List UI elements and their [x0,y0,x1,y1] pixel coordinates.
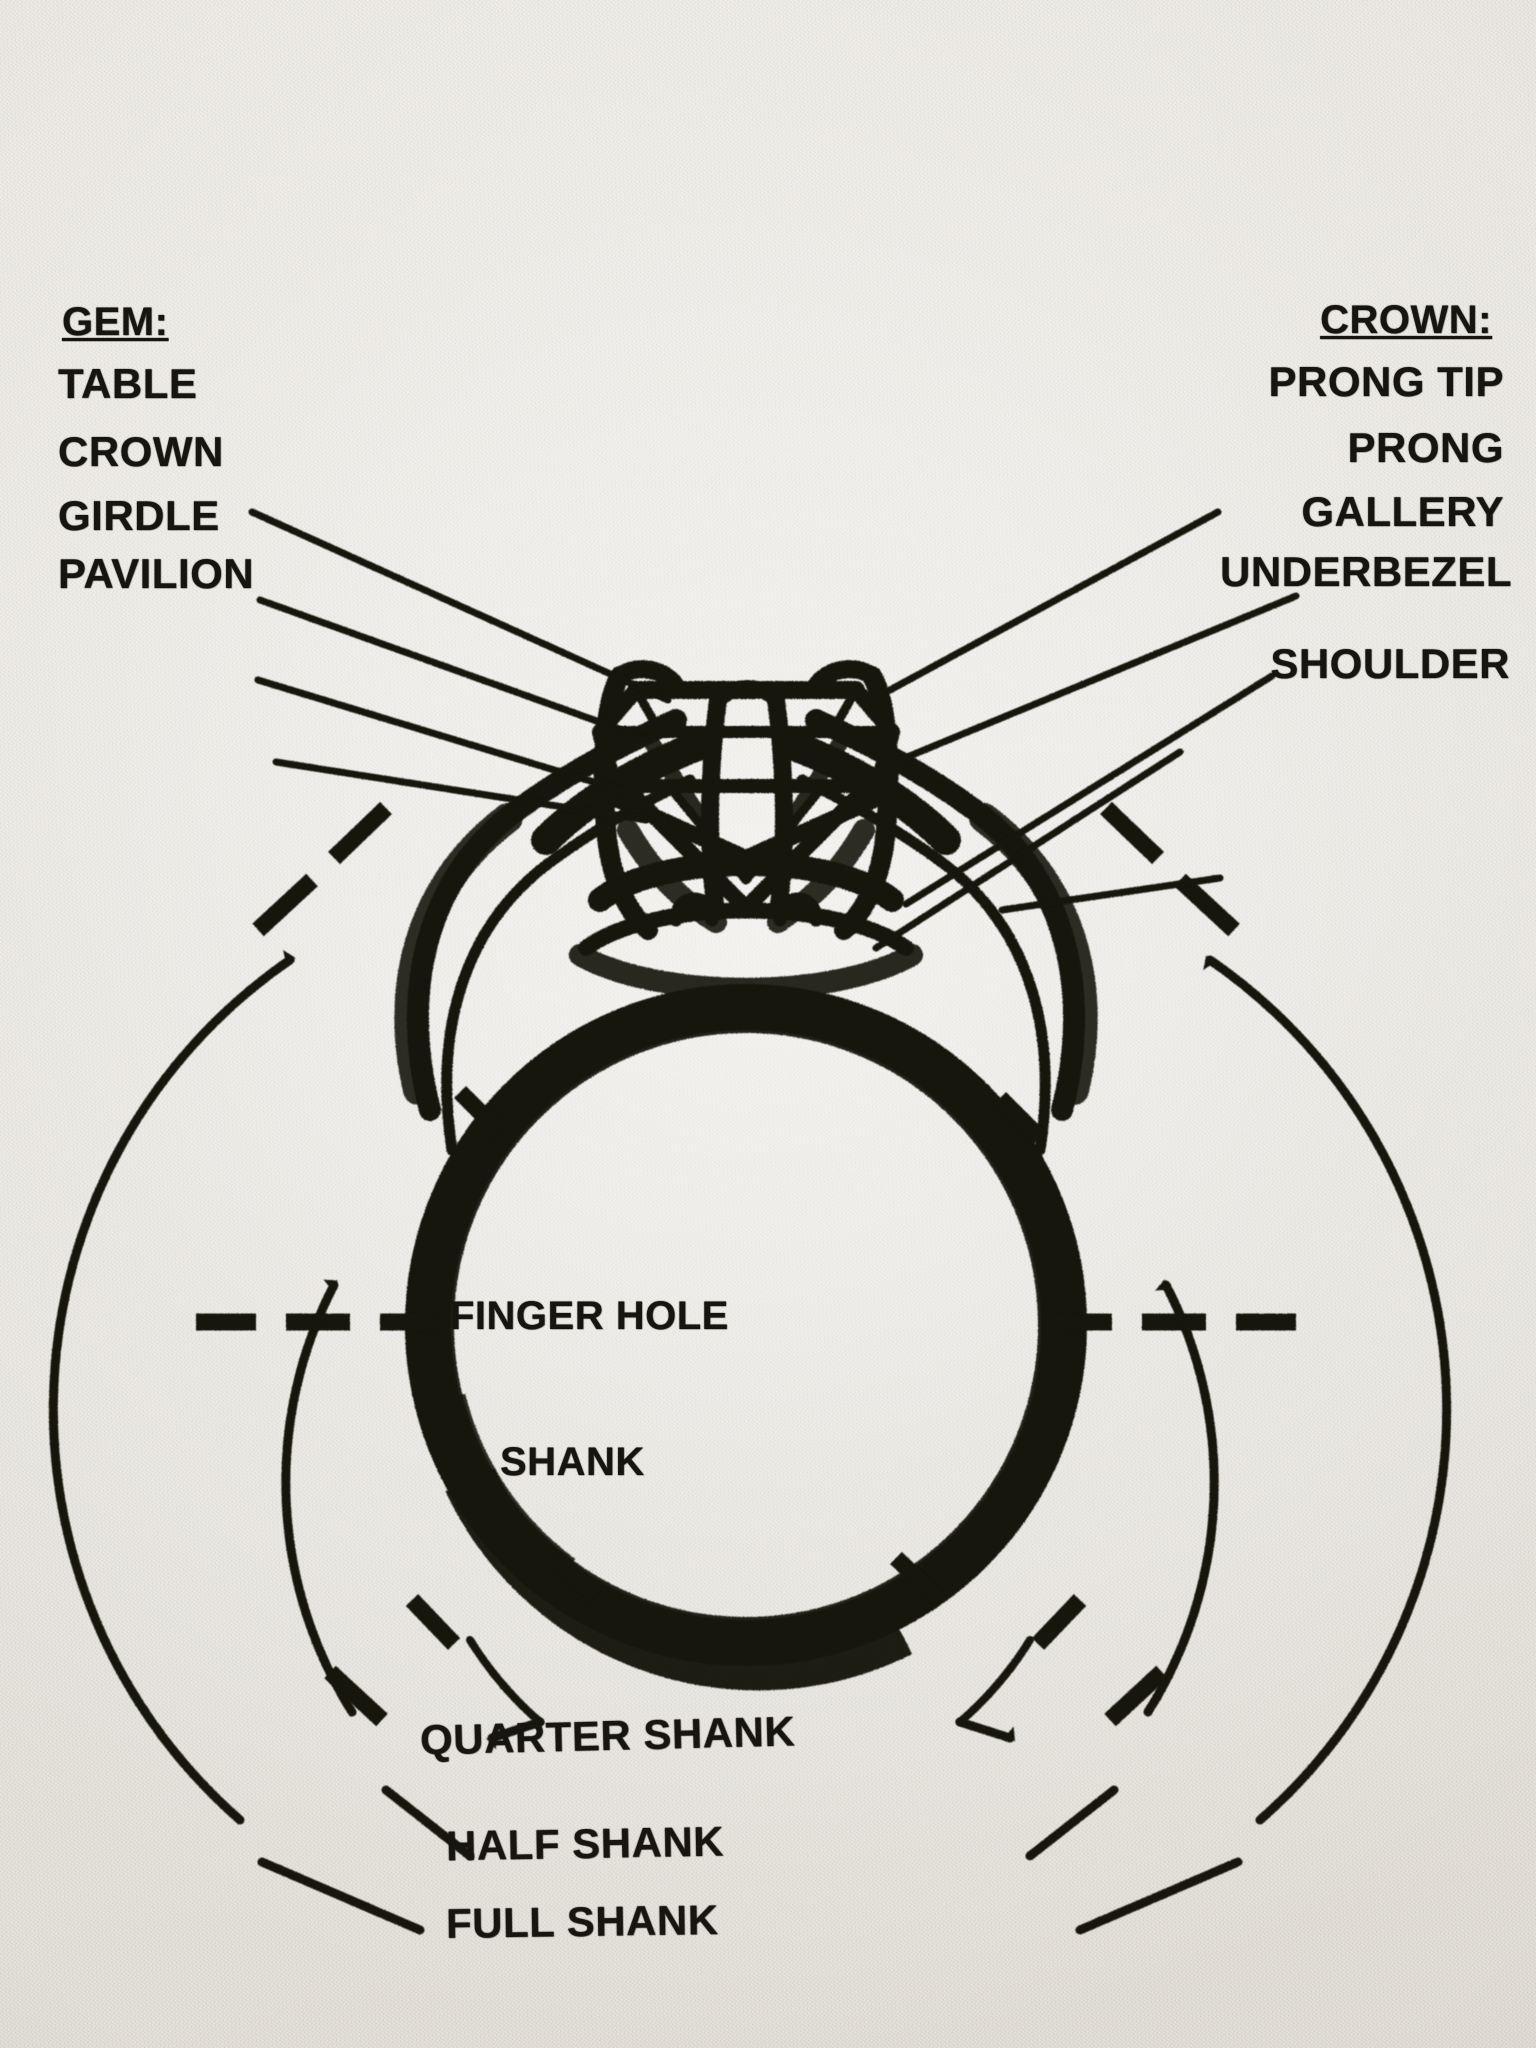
label-finger-hole: FINGER HOLE [450,1294,729,1338]
label-prong-tip: PRONG TIP [1268,358,1504,405]
label-pavilion: PAVILION [58,550,255,597]
label-gallery: GALLERY [1301,488,1504,535]
label-half-shank: HALF SHANK [445,1817,725,1870]
label-prong: PRONG [1347,424,1504,471]
label-shoulder: SHOULDER [1270,640,1510,687]
gem-section-heading: GEM: [62,300,169,344]
label-girdle: GIRDLE [58,492,220,539]
label-crown: CROWN [58,428,224,475]
label-full-shank: FULL SHANK [445,1896,719,1947]
label-shank: SHANK [500,1440,645,1484]
label-quarter-shank: QUARTER SHANK [419,1707,796,1764]
crown-section-heading: CROWN: [1320,298,1492,342]
label-table: TABLE [58,360,198,407]
label-underbezel: UNDERBEZEL [1219,548,1512,595]
